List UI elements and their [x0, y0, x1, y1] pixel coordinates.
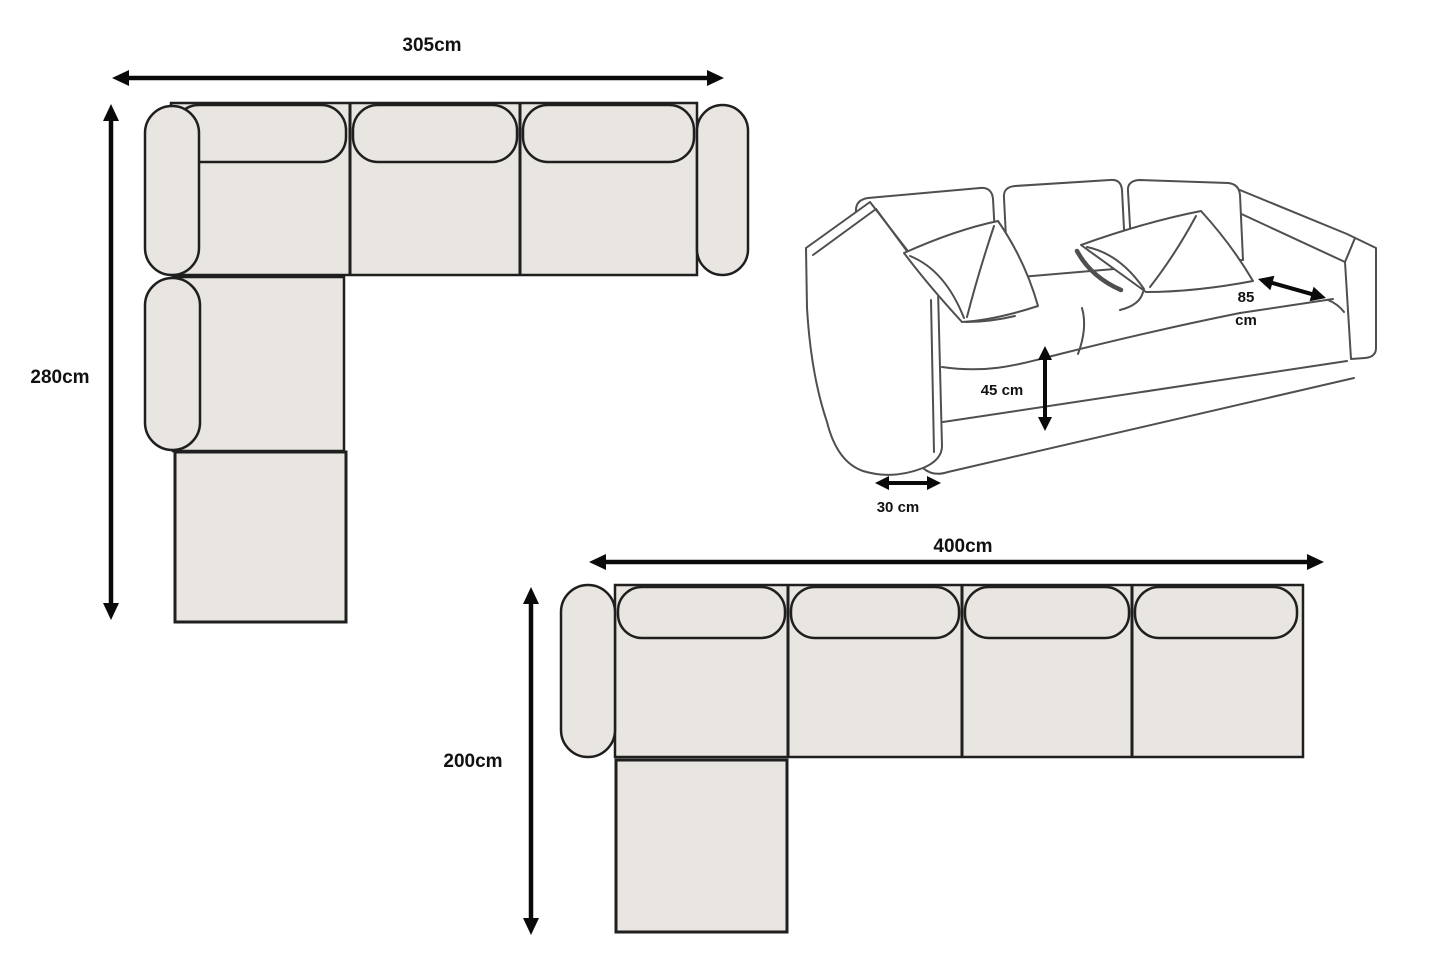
back-cushion — [521, 103, 696, 164]
sketch-front-panel-seam — [942, 360, 1348, 423]
arrow-left-icon — [112, 70, 129, 86]
armrest-capsule-left — [143, 276, 202, 452]
arrow-up-icon — [523, 587, 539, 604]
arrow-down-icon — [103, 603, 119, 620]
sectional-b-diagram: 400cm 200cm — [443, 536, 1324, 935]
sectional-b-width-arrow — [589, 554, 1324, 570]
sectional-a-chaise — [173, 450, 348, 624]
sketch-armrest-inner-edge — [930, 299, 935, 453]
seat-height-arrow — [1038, 346, 1052, 431]
sectional-b-depth-label: 200cm — [443, 751, 502, 772]
sketch-left-armrest — [805, 201, 943, 476]
back-cushion — [1133, 585, 1299, 640]
sectional-b-depth-arrow — [523, 587, 539, 935]
arm-width-label: 30 cm — [877, 499, 920, 516]
arrow-right-icon — [927, 476, 941, 490]
arrow-downright-icon — [1309, 286, 1326, 302]
sketch-throw-pillow — [1080, 210, 1254, 293]
arrow-down-icon — [523, 918, 539, 935]
sketch-pillow-fold — [909, 255, 965, 319]
arrow-left-icon — [589, 554, 606, 570]
seat-height-label: 45 cm — [981, 382, 1024, 399]
sketch-right-armrest — [1234, 187, 1377, 360]
back-cushion — [351, 103, 519, 164]
arrow-up-icon — [103, 104, 119, 121]
armrest-capsule-left — [559, 583, 617, 759]
seat-depth-arrow — [1258, 275, 1326, 302]
sectional-a-diagram: 305cm 280cm — [30, 35, 750, 624]
sketch-armrest-ridge — [812, 208, 877, 256]
sectional-a-depth-label: 280cm — [30, 367, 89, 388]
sketch-throw-pillow — [903, 220, 1039, 323]
sketch-pillow-shadow-fold — [1074, 248, 1124, 293]
sketch-base-edge — [922, 377, 1355, 475]
armrest-capsule-right — [695, 103, 750, 277]
arrow-up-icon — [1038, 346, 1052, 360]
seat-depth-unit-label: cm — [1235, 312, 1257, 329]
sketch-seat-seam — [1077, 307, 1086, 355]
arrow-upleft-icon — [1258, 275, 1275, 291]
armrest-capsule-left — [143, 104, 201, 277]
back-cushion — [963, 585, 1131, 640]
back-cushion — [616, 585, 787, 640]
sofa-sketch: 85 cm 45 cm 30 cm — [805, 178, 1377, 516]
sketch-seat-tuck — [1119, 291, 1144, 311]
sectional-a-return-seat — [171, 275, 346, 453]
arrow-down-icon — [1038, 417, 1052, 431]
seat-depth-value-label: 85 — [1238, 289, 1255, 306]
sectional-b-width-label: 400cm — [933, 536, 992, 557]
sketch-pillow-fold — [1149, 215, 1197, 288]
sketch-seat-tuck — [1327, 299, 1345, 313]
sketch-armrest-edge — [1344, 237, 1356, 263]
arrow-right-icon — [707, 70, 724, 86]
sketch-pillow-fold — [966, 225, 995, 318]
back-cushion — [789, 585, 961, 640]
arrow-right-icon — [1307, 554, 1324, 570]
sketch-seat-front-edge — [941, 298, 1334, 371]
sketch-pillow-fold — [1086, 246, 1145, 290]
arrow-left-icon — [875, 476, 889, 490]
sectional-b-chaise — [614, 758, 789, 934]
sectional-a-width-label: 305cm — [402, 35, 461, 56]
sectional-a-width-arrow — [112, 70, 724, 86]
arm-width-arrow — [875, 476, 941, 490]
sectional-a-depth-arrow — [103, 104, 119, 620]
